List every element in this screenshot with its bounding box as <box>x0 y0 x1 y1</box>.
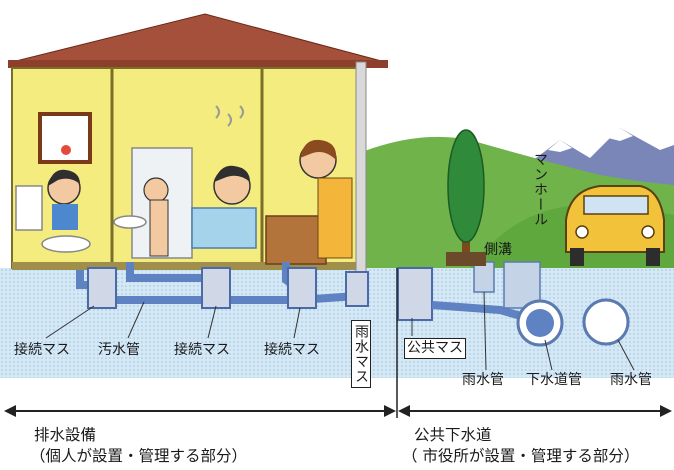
toilet-tank <box>15 185 43 231</box>
label-setsuzoku-masu-3: 接続マス <box>264 342 320 358</box>
public-pipes <box>397 261 630 347</box>
sewer-main-inner <box>526 309 554 337</box>
car-windshield <box>583 195 649 215</box>
car <box>565 185 665 266</box>
label-setsuzoku-masu-1: 接続マス <box>14 342 70 358</box>
rainwater-basin <box>345 271 369 307</box>
section-public-title: 公共下水道 <box>414 426 492 444</box>
leader-setsuzoku-2 <box>207 305 217 339</box>
label-koukyou-masu: 公共マス <box>404 338 466 359</box>
mountain-snow <box>548 140 572 152</box>
label-manhole: マンホール <box>532 152 548 227</box>
leader-usuikan-2 <box>617 339 635 371</box>
connection-basin-2 <box>201 267 231 309</box>
rainwater-main-pipe <box>582 298 630 346</box>
connection-basin-1 <box>87 267 117 309</box>
child-hair <box>48 169 80 186</box>
gutter <box>355 61 367 273</box>
public-arrow-left-head <box>398 405 410 417</box>
label-sokkou: 側溝 <box>484 242 512 258</box>
mountain-snow-2 <box>608 128 633 141</box>
leader-setsuzoku-1 <box>45 305 95 339</box>
section-private-title: 排水設備 <box>34 426 97 444</box>
drain-pipe-main <box>100 292 357 304</box>
house <box>8 13 388 273</box>
tree-trunk <box>462 230 470 256</box>
label-osuikan: 汚水管 <box>98 342 140 358</box>
private-arrow-right-head <box>384 405 396 417</box>
label-usuikan-2: 雨水管 <box>610 372 652 388</box>
child-shirt <box>52 204 78 230</box>
manhole-shaft <box>503 261 541 309</box>
car-headlight-right <box>641 225 655 239</box>
tree-crown <box>447 129 485 243</box>
leader-lines <box>45 291 635 371</box>
side-ditch <box>473 261 495 293</box>
car-headlight-left <box>575 225 589 239</box>
bathtub <box>191 207 257 249</box>
leader-setsuzoku-3 <box>293 307 301 339</box>
section-private-note: （個人が設置・管理する部分） <box>30 447 248 465</box>
cook-apron <box>317 177 353 259</box>
roof <box>11 13 386 63</box>
person-washing-head <box>143 177 169 203</box>
leader-usuikan-1 <box>483 291 487 371</box>
connection-basin-3 <box>287 267 317 309</box>
public-arrow-right-head <box>660 405 672 417</box>
label-setsuzoku-masu-2: 接続マス <box>174 342 230 358</box>
flower-pot <box>61 145 71 155</box>
kitchen-counter <box>265 215 327 265</box>
house-floor <box>12 262 362 270</box>
roof-eave <box>8 60 388 68</box>
label-usuikan-1: 雨水管 <box>462 372 504 388</box>
toilet-bowl <box>41 235 91 253</box>
public-basin <box>397 267 433 321</box>
car-wheel-right <box>646 248 660 266</box>
private-arrow-left-head <box>4 405 16 417</box>
bather-hair <box>214 165 250 182</box>
leader-gesuidoukan <box>544 339 553 371</box>
leader-osuikan <box>127 301 145 339</box>
cook-hair <box>300 139 337 160</box>
tree-planter <box>446 252 486 266</box>
wash-basin <box>113 215 147 229</box>
section-arrows <box>4 268 672 418</box>
steam-icon <box>215 105 244 127</box>
label-usui-masu: 雨水マス <box>351 320 371 388</box>
tree <box>446 129 486 266</box>
car-wheel-left <box>570 248 584 266</box>
label-gesuidoukan: 下水道管 <box>526 372 582 388</box>
section-public-note: （ 市役所が設置・管理する部分） <box>402 447 640 465</box>
person-washing-body <box>149 199 169 257</box>
